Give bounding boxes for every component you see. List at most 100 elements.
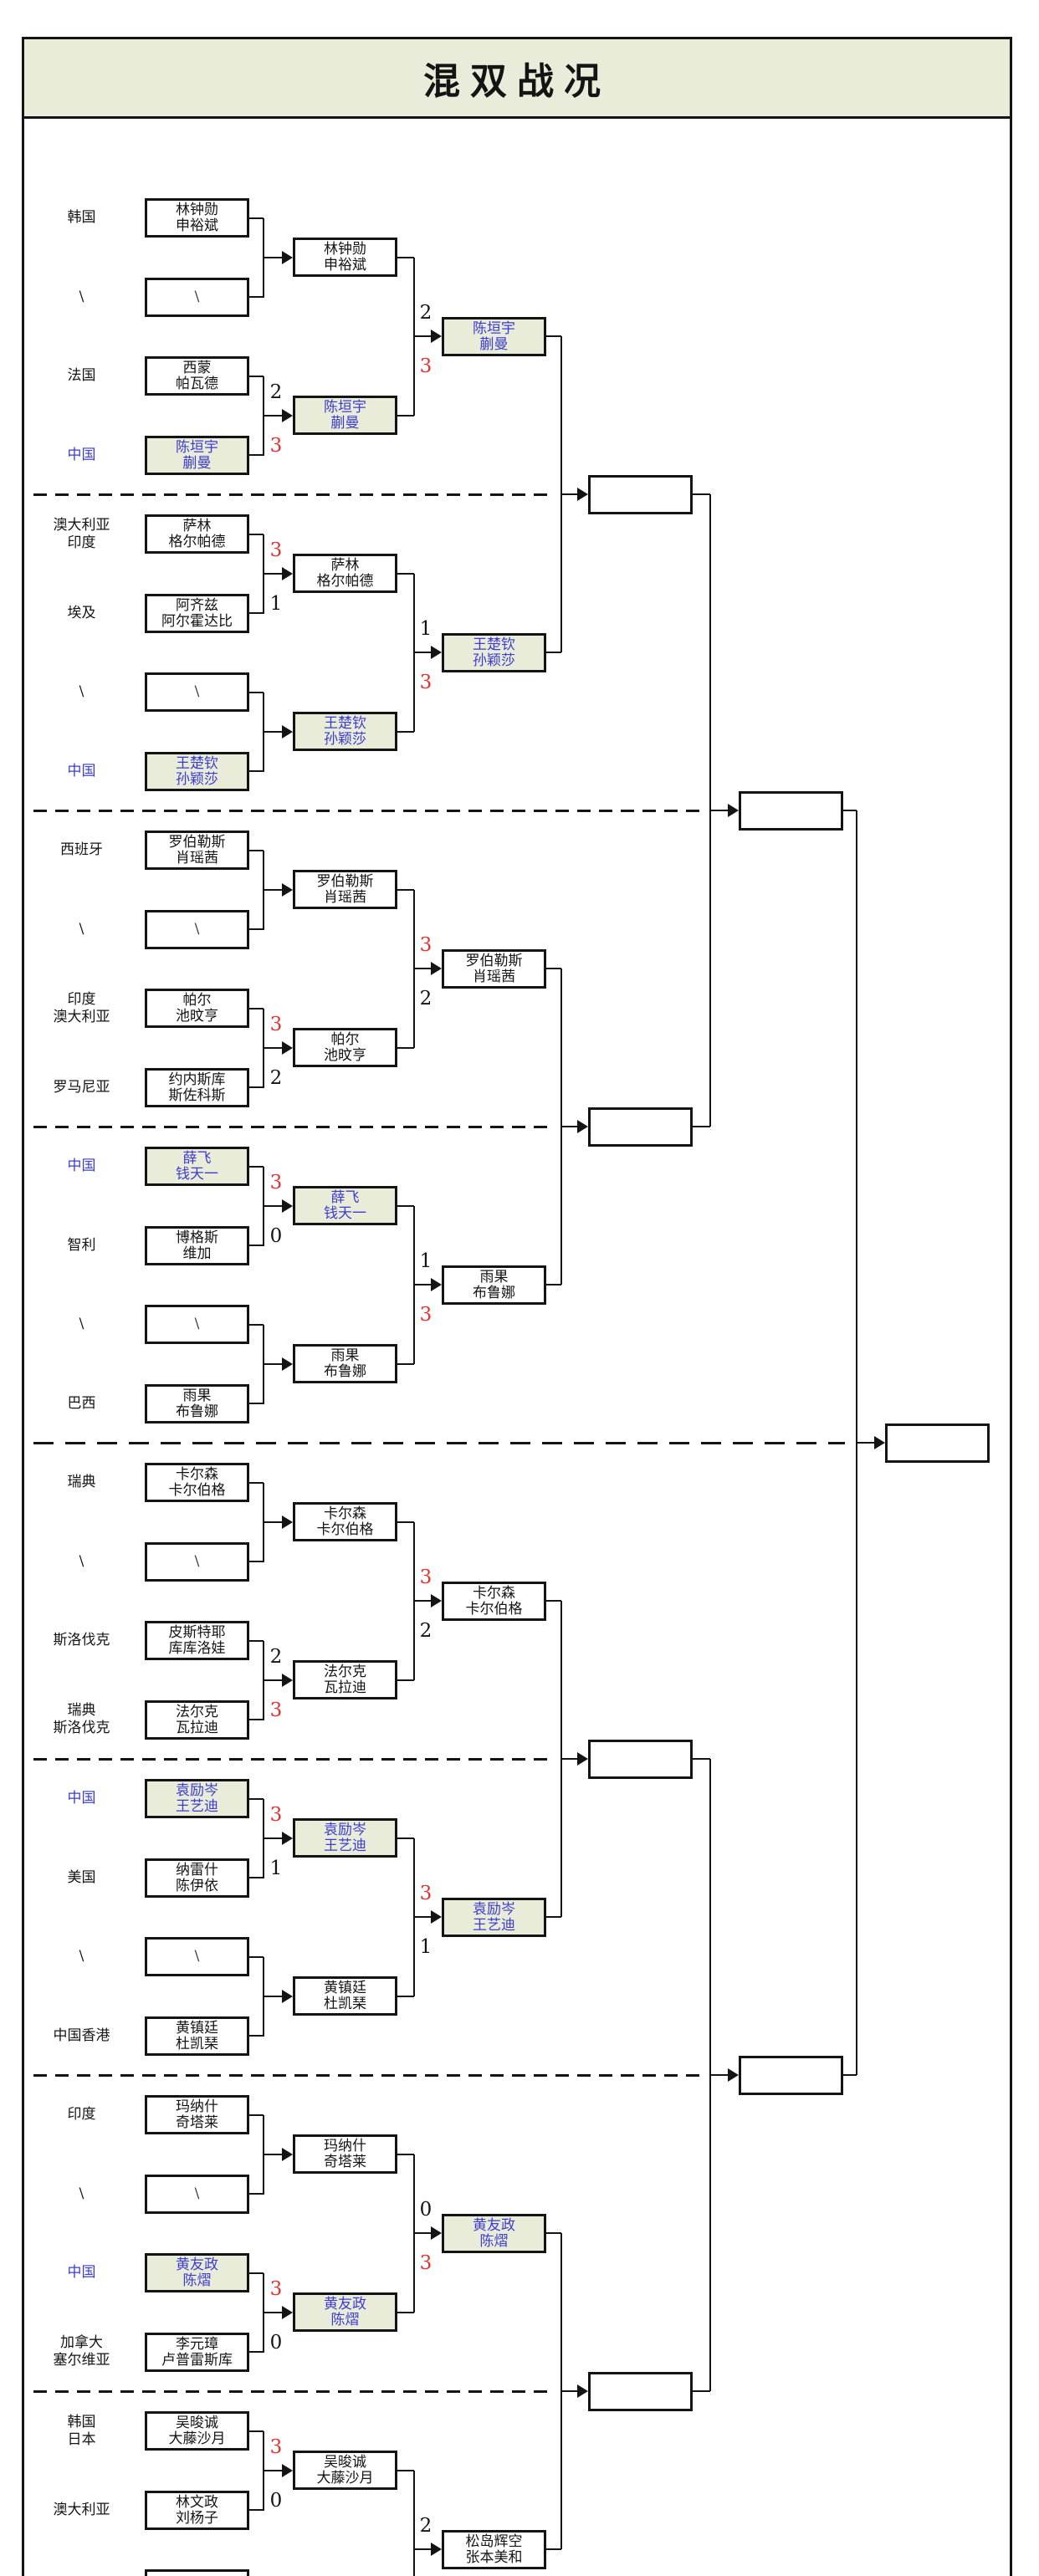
team-member-name: 纳雷什: [176, 1861, 218, 1878]
finalist-slot-box: [739, 791, 843, 831]
country-label-line: 斯洛伐克: [53, 1632, 110, 1648]
section-divider: [33, 493, 548, 496]
connector-line: [264, 1363, 282, 1365]
score-label: 3: [269, 2436, 283, 2458]
country-label: \: [25, 289, 138, 306]
country-label-line: 中国: [67, 1158, 96, 1174]
connector-arrow-icon: [282, 1990, 293, 2003]
team-member-name: 刘杨子: [176, 2509, 218, 2527]
team-member-name: 帕瓦德: [176, 375, 218, 392]
team-member-name: 帕尔: [330, 1030, 360, 1048]
page-border-left: [22, 119, 24, 2576]
country-label: 中国: [25, 1790, 138, 1807]
team-member-name: 卡尔森: [324, 1505, 366, 1522]
connector-line: [249, 1245, 264, 1246]
connector-line: [249, 1956, 264, 1958]
finalist-slot-box: [739, 2056, 843, 2095]
round3-winner-box: 卡尔森卡尔伯格: [442, 1582, 546, 1621]
round3-winner-box: 袁励岑王艺迪: [442, 1898, 546, 1937]
connector-line: [546, 968, 561, 969]
section-divider: [33, 1442, 845, 1444]
connector-arrow-icon: [431, 2543, 442, 2556]
team-member-name: 黄友政: [176, 2256, 218, 2273]
connector-line: [693, 493, 710, 495]
score-label: 2: [269, 1067, 283, 1089]
team-member-name: 陈垣宇: [473, 319, 515, 337]
team-member-name: 孙颖莎: [176, 770, 218, 788]
country-label-line: 中国: [67, 763, 96, 779]
score-label: 3: [419, 672, 432, 693]
team-member-name: 西蒙: [182, 359, 212, 376]
semifinal-slot-box: [588, 1740, 693, 1779]
round1-team-box: \: [145, 1542, 249, 1582]
connector-line: [561, 1126, 577, 1127]
team-member-name: 陈伊依: [176, 1877, 218, 1894]
connector-line: [264, 2470, 282, 2471]
connector-arrow-icon: [282, 1515, 293, 1529]
connector-line: [249, 612, 264, 614]
connector-line: [249, 1008, 264, 1009]
round1-team-box: \: [145, 278, 249, 317]
connector-line: [414, 1600, 431, 1602]
round1-team-box: 林文政刘杨子: [145, 2491, 249, 2530]
team-member-name: 卡尔伯格: [316, 1521, 374, 1538]
team-member-name: 钱天一: [324, 1204, 366, 1222]
connector-arrow-icon: [282, 251, 293, 264]
connector-arrow-icon: [282, 2148, 293, 2161]
page-border-right: [1010, 119, 1012, 2576]
country-label: 韩国日本: [25, 2414, 138, 2449]
connector-line: [397, 415, 414, 417]
team-member-name: 玛纳什: [176, 2098, 218, 2115]
team-member-name: 肖瑶茜: [473, 968, 515, 985]
connector-arrow-icon: [431, 646, 442, 659]
round1-team-box: 博格斯维加: [145, 1226, 249, 1265]
round1-team-box: 黄友政陈熠: [145, 2253, 249, 2292]
semifinal-slot-box: [588, 1107, 693, 1147]
connector-line: [397, 2154, 414, 2155]
country-label-line: \: [79, 1948, 84, 1965]
round1-team-box: 林钟勋申裕斌: [145, 198, 249, 238]
connector-line: [249, 770, 264, 772]
connector-line: [249, 534, 264, 535]
country-label: 瑞典斯洛伐克: [25, 1702, 138, 1737]
round2-winner-box: 玛纳什奇塔莱: [293, 2134, 397, 2174]
connector-line: [264, 1837, 282, 1839]
team-member-name: 陈垣宇: [176, 438, 218, 456]
connector-line: [710, 810, 728, 811]
team-member-name: 黄友政: [324, 2295, 366, 2313]
team-member-name: 林钟勋: [324, 240, 366, 258]
country-label-line: \: [79, 921, 84, 938]
connector-line: [414, 968, 431, 969]
country-label-line: 韩国: [67, 209, 96, 226]
connector-line: [264, 2154, 282, 2155]
connector-line: [397, 573, 414, 575]
connector-line: [693, 2390, 710, 2392]
score-label: 2: [269, 381, 283, 403]
connector-line: [249, 1086, 264, 1088]
connector-line: [264, 1679, 282, 1681]
round1-team-box: \: [145, 1305, 249, 1344]
team-member-name: 奇塔莱: [176, 2113, 218, 2131]
team-member-name: 瓦拉迪: [324, 1679, 366, 1696]
round1-team-box: 卡尔森卡尔伯格: [145, 1463, 249, 1502]
round1-team-box: 黄镇廷杜凯琹: [145, 2016, 249, 2056]
team-member-name: 瓦拉迪: [176, 1719, 218, 1736]
connector-line: [249, 296, 264, 298]
team-member-name: 杜凯琹: [176, 2035, 218, 2052]
connector-line: [546, 1916, 561, 1918]
score-label: 3: [269, 1172, 283, 1193]
connector-line: [414, 1916, 431, 1918]
connector-line: [249, 2351, 264, 2353]
country-label: 韩国: [25, 209, 138, 227]
country-label: \: [25, 921, 138, 938]
connector-line: [264, 573, 282, 575]
connector-line: [397, 2470, 414, 2471]
round2-winner-box: 黄友政陈熠: [293, 2292, 397, 2332]
connector-line: [843, 2074, 857, 2076]
country-label-line: 澳大利亚: [53, 517, 110, 534]
connector-line: [249, 1166, 264, 1168]
connector-line: [414, 335, 431, 337]
round2-winner-box: 帕尔池旼亨: [293, 1028, 397, 1067]
country-label: 印度: [25, 2106, 138, 2124]
country-label-line: \: [79, 289, 84, 305]
